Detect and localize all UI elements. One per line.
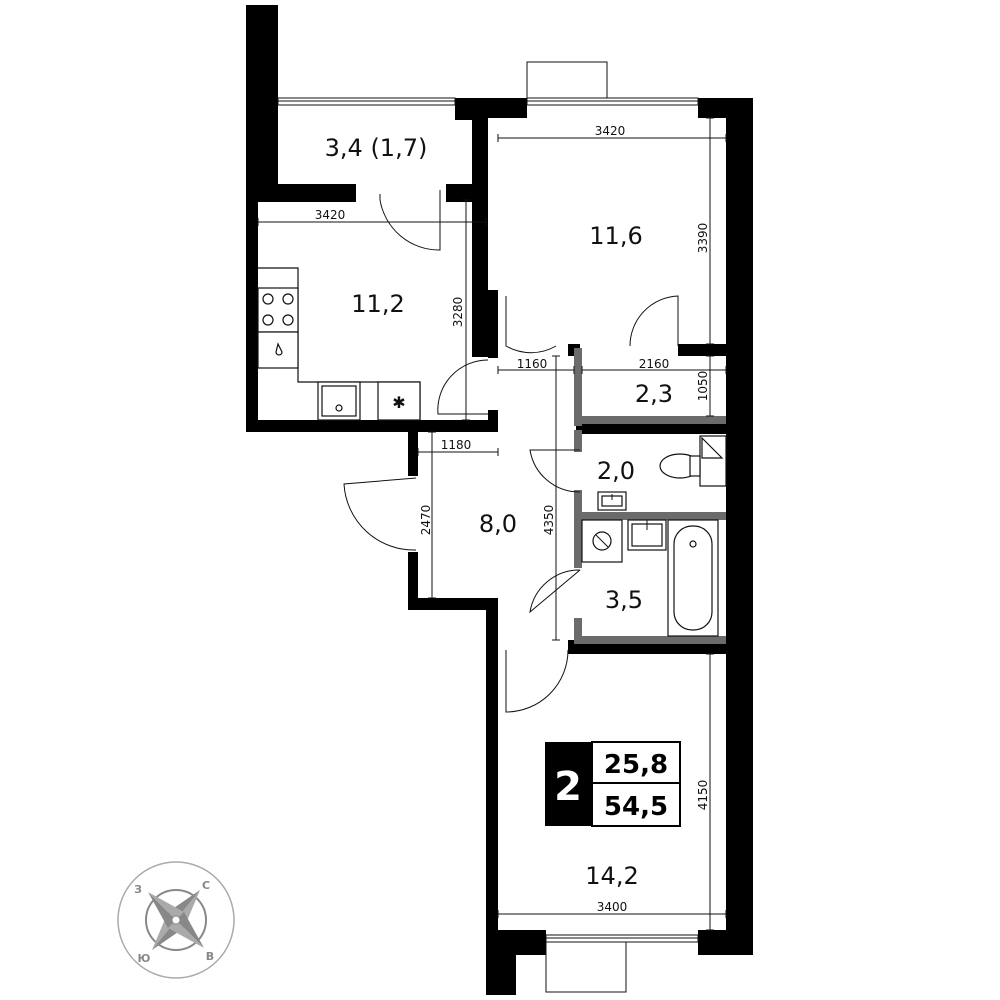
room-wc-area: 2,0 [597,457,635,485]
wall-hall-bottom [408,598,498,610]
dim-storage-height: 1050 [696,371,710,402]
room-bedroom-bottom-area: 14,2 [585,862,638,890]
dim-corridor-width: 1160 [517,357,548,371]
partition-bath-bottom [574,636,726,644]
wall-kitchen-bedroom [472,112,488,357]
wc-fixtures [597,435,727,511]
room-bedroom-top-area: 11,6 [589,222,642,250]
partition-storage-bottom [574,416,726,424]
wall-bottom-right [698,930,753,955]
bath-fixtures [581,519,719,637]
window-bedroom-top-sill [526,61,608,99]
dim-bedroom-top-height: 3390 [696,223,710,254]
exterior-walls [246,5,753,995]
partition-wc-left-lower [574,490,582,516]
fridge [377,381,421,421]
door-kitchen [437,359,489,415]
wall-hall-left-top [408,432,418,476]
wall-right-exterior [726,98,753,933]
door-entrance [343,477,417,551]
room-labels: 3,4 (1,7) 11,2 11,6 2,3 2,0 8,0 3,5 14,2 [325,134,673,890]
room-balcony-area: 3,4 (1,7) [325,134,428,162]
wall-bottom-left [486,930,546,955]
door-balcony [379,190,441,251]
dim-corridor-length: 4350 [542,505,556,536]
room-bathroom-area: 3,5 [605,586,643,614]
room-hall-area: 8,0 [479,510,517,538]
compass-east: В [206,950,214,963]
dim-kitchen-width: 3420 [315,208,346,222]
compass-north: С [202,879,210,892]
doors [343,190,679,713]
window-bedroom-bottom-sill [545,941,627,993]
dimension-labels: 3420 3280 3420 3390 1160 2160 1050 4350 … [315,124,710,914]
door-bath [529,569,581,614]
dim-bedroom-top-width: 3420 [595,124,626,138]
dimension-lines [257,117,727,931]
badge-total-area: 54,5 [604,792,668,822]
partition-bath-left [574,516,582,568]
compass-south: Ю [138,952,151,965]
door-wc [529,449,581,493]
badge-room-count-box [545,742,592,826]
stove [257,287,299,333]
compass-star-icon [148,890,204,950]
room-storage-area: 2,3 [635,380,673,408]
kitchen-fixtures: ✱ [257,267,421,421]
wall-bedroom-top-left [455,98,527,118]
interior-partitions [574,348,726,644]
wall-storage-wc [576,422,726,434]
door-corridor-top [505,296,557,354]
partition-wc-bath [574,512,726,520]
snowflake-icon: ✱ [392,393,405,412]
partition-storage-left [574,348,582,426]
dim-storage-width: 2160 [639,357,670,371]
wall-bedroom-bottom-left [486,598,498,935]
dim-kitchen-height: 3280 [451,297,465,328]
compass-west: З [134,883,142,896]
wall-bedroom-storage-right [678,344,728,356]
dim-hall-height: 2470 [419,505,433,536]
door-bedroom-bottom [505,649,569,713]
compass: С З Ю В [117,861,235,979]
badge-room-count: 2 [554,764,582,810]
wall-kitchen-left [246,200,258,432]
windows [277,61,699,993]
dim-bedroom-bottom-height: 4150 [696,780,710,811]
wall-balcony-bottom-left [246,184,356,202]
partition-wc-left [574,430,582,452]
room-kitchen-area: 11,2 [351,290,404,318]
dim-hall-width: 1180 [441,438,472,452]
area-badge: 2 25,8 54,5 [545,741,681,827]
wall-kitchen-bottom [246,420,488,432]
partition-bath-left-lower [574,618,582,644]
dim-bedroom-bottom-width: 3400 [597,900,628,914]
wall-corridor-left-top [488,290,498,358]
door-bedroom-top [629,295,679,347]
badge-living-area: 25,8 [604,750,668,780]
wall-hall-left-bottom [408,552,418,608]
wall-kitchen-right-lower [488,410,498,432]
wall-balcony-left [246,5,278,202]
